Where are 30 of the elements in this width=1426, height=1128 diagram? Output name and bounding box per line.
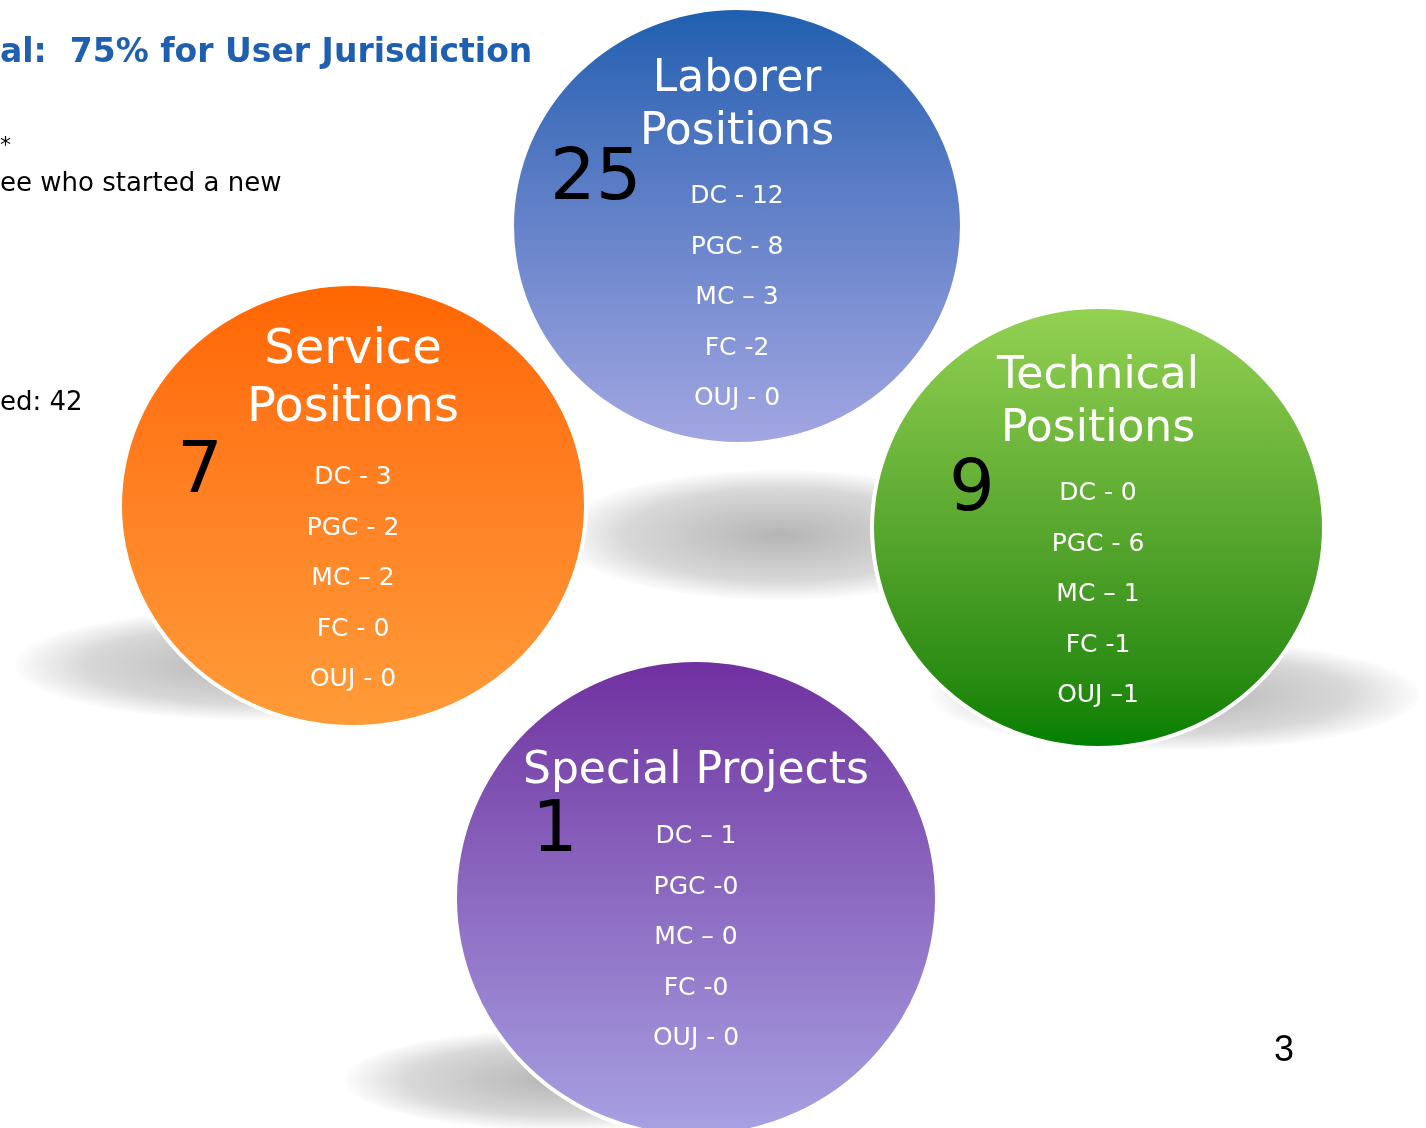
note-text: ed: 42 [0, 385, 83, 418]
note-text: 3 [1274, 1027, 1295, 1071]
count-text: MC – 3 [695, 281, 779, 311]
count-text: PGC - 6 [1051, 527, 1145, 558]
circle-title: Special Projects [522, 742, 870, 795]
note-text: * [0, 131, 11, 159]
count-text: FC -1 [1065, 628, 1131, 659]
count-text: DC - 3 [314, 461, 392, 491]
count-text: MC – 2 [311, 562, 395, 592]
total-number: 7 [177, 431, 223, 503]
note-text: ee who started a new [0, 166, 282, 199]
count-text: OUJ –1 [1057, 679, 1139, 709]
count-text: DC - 0 [1059, 477, 1137, 507]
count-text: FC -0 [663, 971, 729, 1002]
count-text: OUJ - 0 [693, 382, 781, 412]
count-text: DC - 12 [690, 180, 784, 210]
count-text: OUJ - 0 [309, 663, 397, 693]
count-text: MC – 1 [1056, 578, 1140, 608]
total-number: 9 [949, 449, 995, 521]
count-text: FC -2 [704, 331, 770, 362]
title: al: 75% for User Jurisdiction [0, 30, 533, 72]
count-text: DC – 1 [655, 820, 737, 850]
count-text: OUJ - 0 [652, 1022, 740, 1052]
count-text: PGC - 2 [306, 511, 400, 542]
count-text: PGC -0 [653, 870, 739, 901]
circle-title: Technical Positions [995, 347, 1200, 453]
count-text: MC – 0 [654, 921, 738, 951]
circle-title: Service Positions [246, 318, 460, 434]
count-text: PGC - 8 [690, 230, 784, 261]
count-text: FC - 0 [316, 612, 390, 643]
